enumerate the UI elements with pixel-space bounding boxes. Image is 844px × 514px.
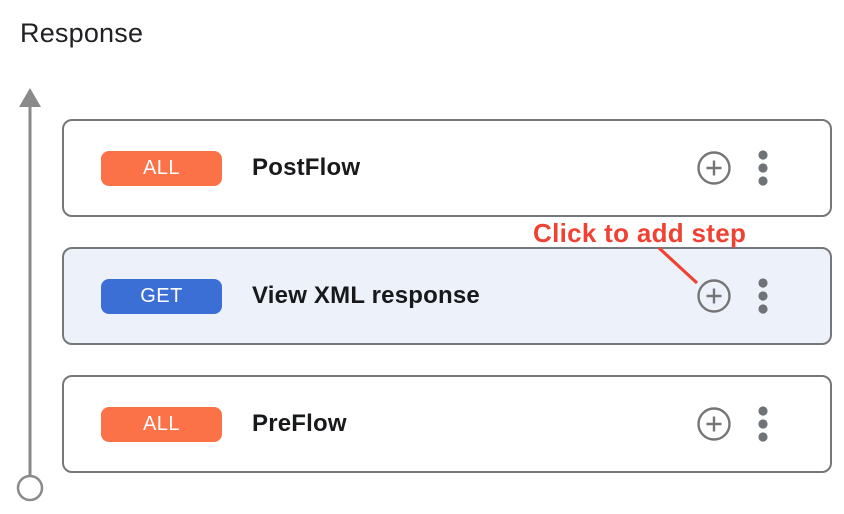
add-step-button[interactable] — [696, 406, 732, 442]
plus-circle-icon — [697, 151, 731, 185]
annotation-click-to-add-step: Click to add step — [533, 218, 747, 248]
kebab-menu-icon — [758, 278, 768, 314]
kebab-menu-icon — [758, 406, 768, 442]
flow-name: PostFlow — [252, 154, 361, 181]
flow-direction-connector — [16, 88, 44, 502]
more-menu-button[interactable] — [752, 276, 774, 316]
verb-badge: GET — [101, 278, 222, 314]
plus-circle-icon — [697, 279, 731, 313]
verb-badge: ALL — [101, 406, 222, 442]
flow-start-circle — [16, 474, 44, 502]
more-menu-button[interactable] — [752, 148, 774, 188]
more-menu-button[interactable] — [752, 404, 774, 444]
flow-name: PreFlow — [252, 410, 347, 437]
flow-card-preflow[interactable]: ALL PreFlow — [62, 375, 832, 473]
kebab-menu-icon — [758, 150, 768, 186]
add-step-button[interactable] — [696, 150, 732, 186]
flow-card-postflow[interactable]: ALL PostFlow — [62, 119, 832, 217]
arrow-up-icon — [19, 88, 41, 107]
plus-circle-icon — [697, 407, 731, 441]
verb-badge: ALL — [101, 150, 222, 186]
flow-name: View XML response — [252, 282, 480, 309]
add-step-button[interactable] — [696, 278, 732, 314]
page-title: Response — [20, 18, 144, 48]
flow-card-view-xml-response[interactable]: GET View XML response — [62, 247, 832, 345]
